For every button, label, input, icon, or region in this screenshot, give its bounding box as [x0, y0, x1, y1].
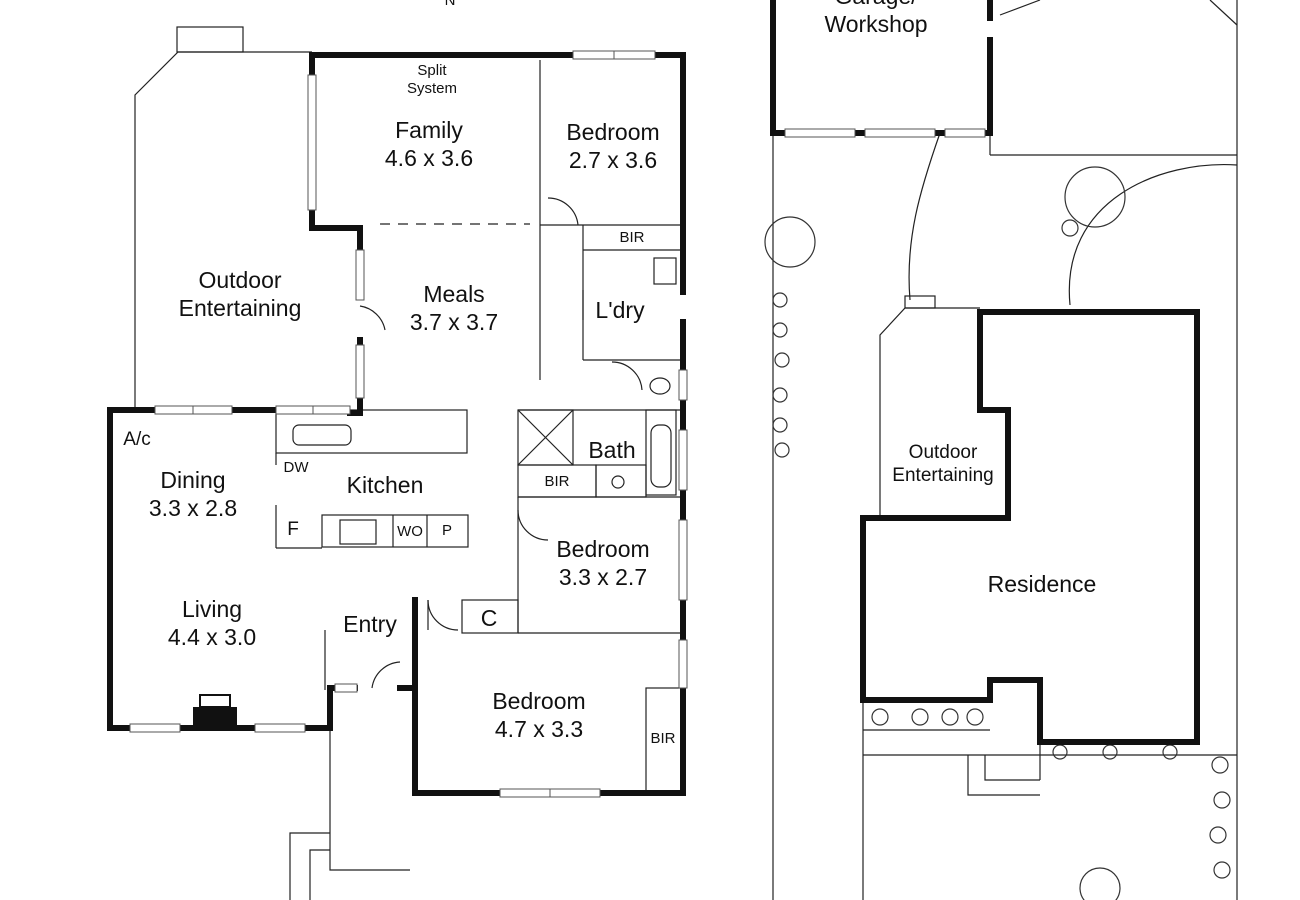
garage-label: Garage/Workshop: [824, 0, 928, 37]
wall-oven-label: WO: [397, 523, 423, 540]
thin-lines: [134, 0, 1238, 900]
bir-2: BIR: [544, 473, 570, 490]
compass-north: N: [444, 0, 456, 9]
cupboard-label: C: [480, 605, 498, 631]
fireplace: [193, 707, 237, 727]
dishwasher-label: DW: [283, 459, 309, 476]
windows: [129, 50, 986, 798]
bir-3: BIR: [650, 730, 676, 747]
site-residence: Residence: [987, 571, 1097, 597]
fridge-label: F: [287, 519, 299, 540]
ac-label: A/c: [123, 429, 151, 450]
room-kitchen: Kitchen: [346, 472, 424, 498]
room-laundry: L'dry: [595, 297, 645, 323]
room-bath: Bath: [588, 437, 636, 463]
bir-1: BIR: [619, 229, 645, 246]
trees: [764, 166, 1231, 900]
pantry-label: P: [441, 522, 453, 539]
room-entry: Entry: [343, 611, 397, 637]
